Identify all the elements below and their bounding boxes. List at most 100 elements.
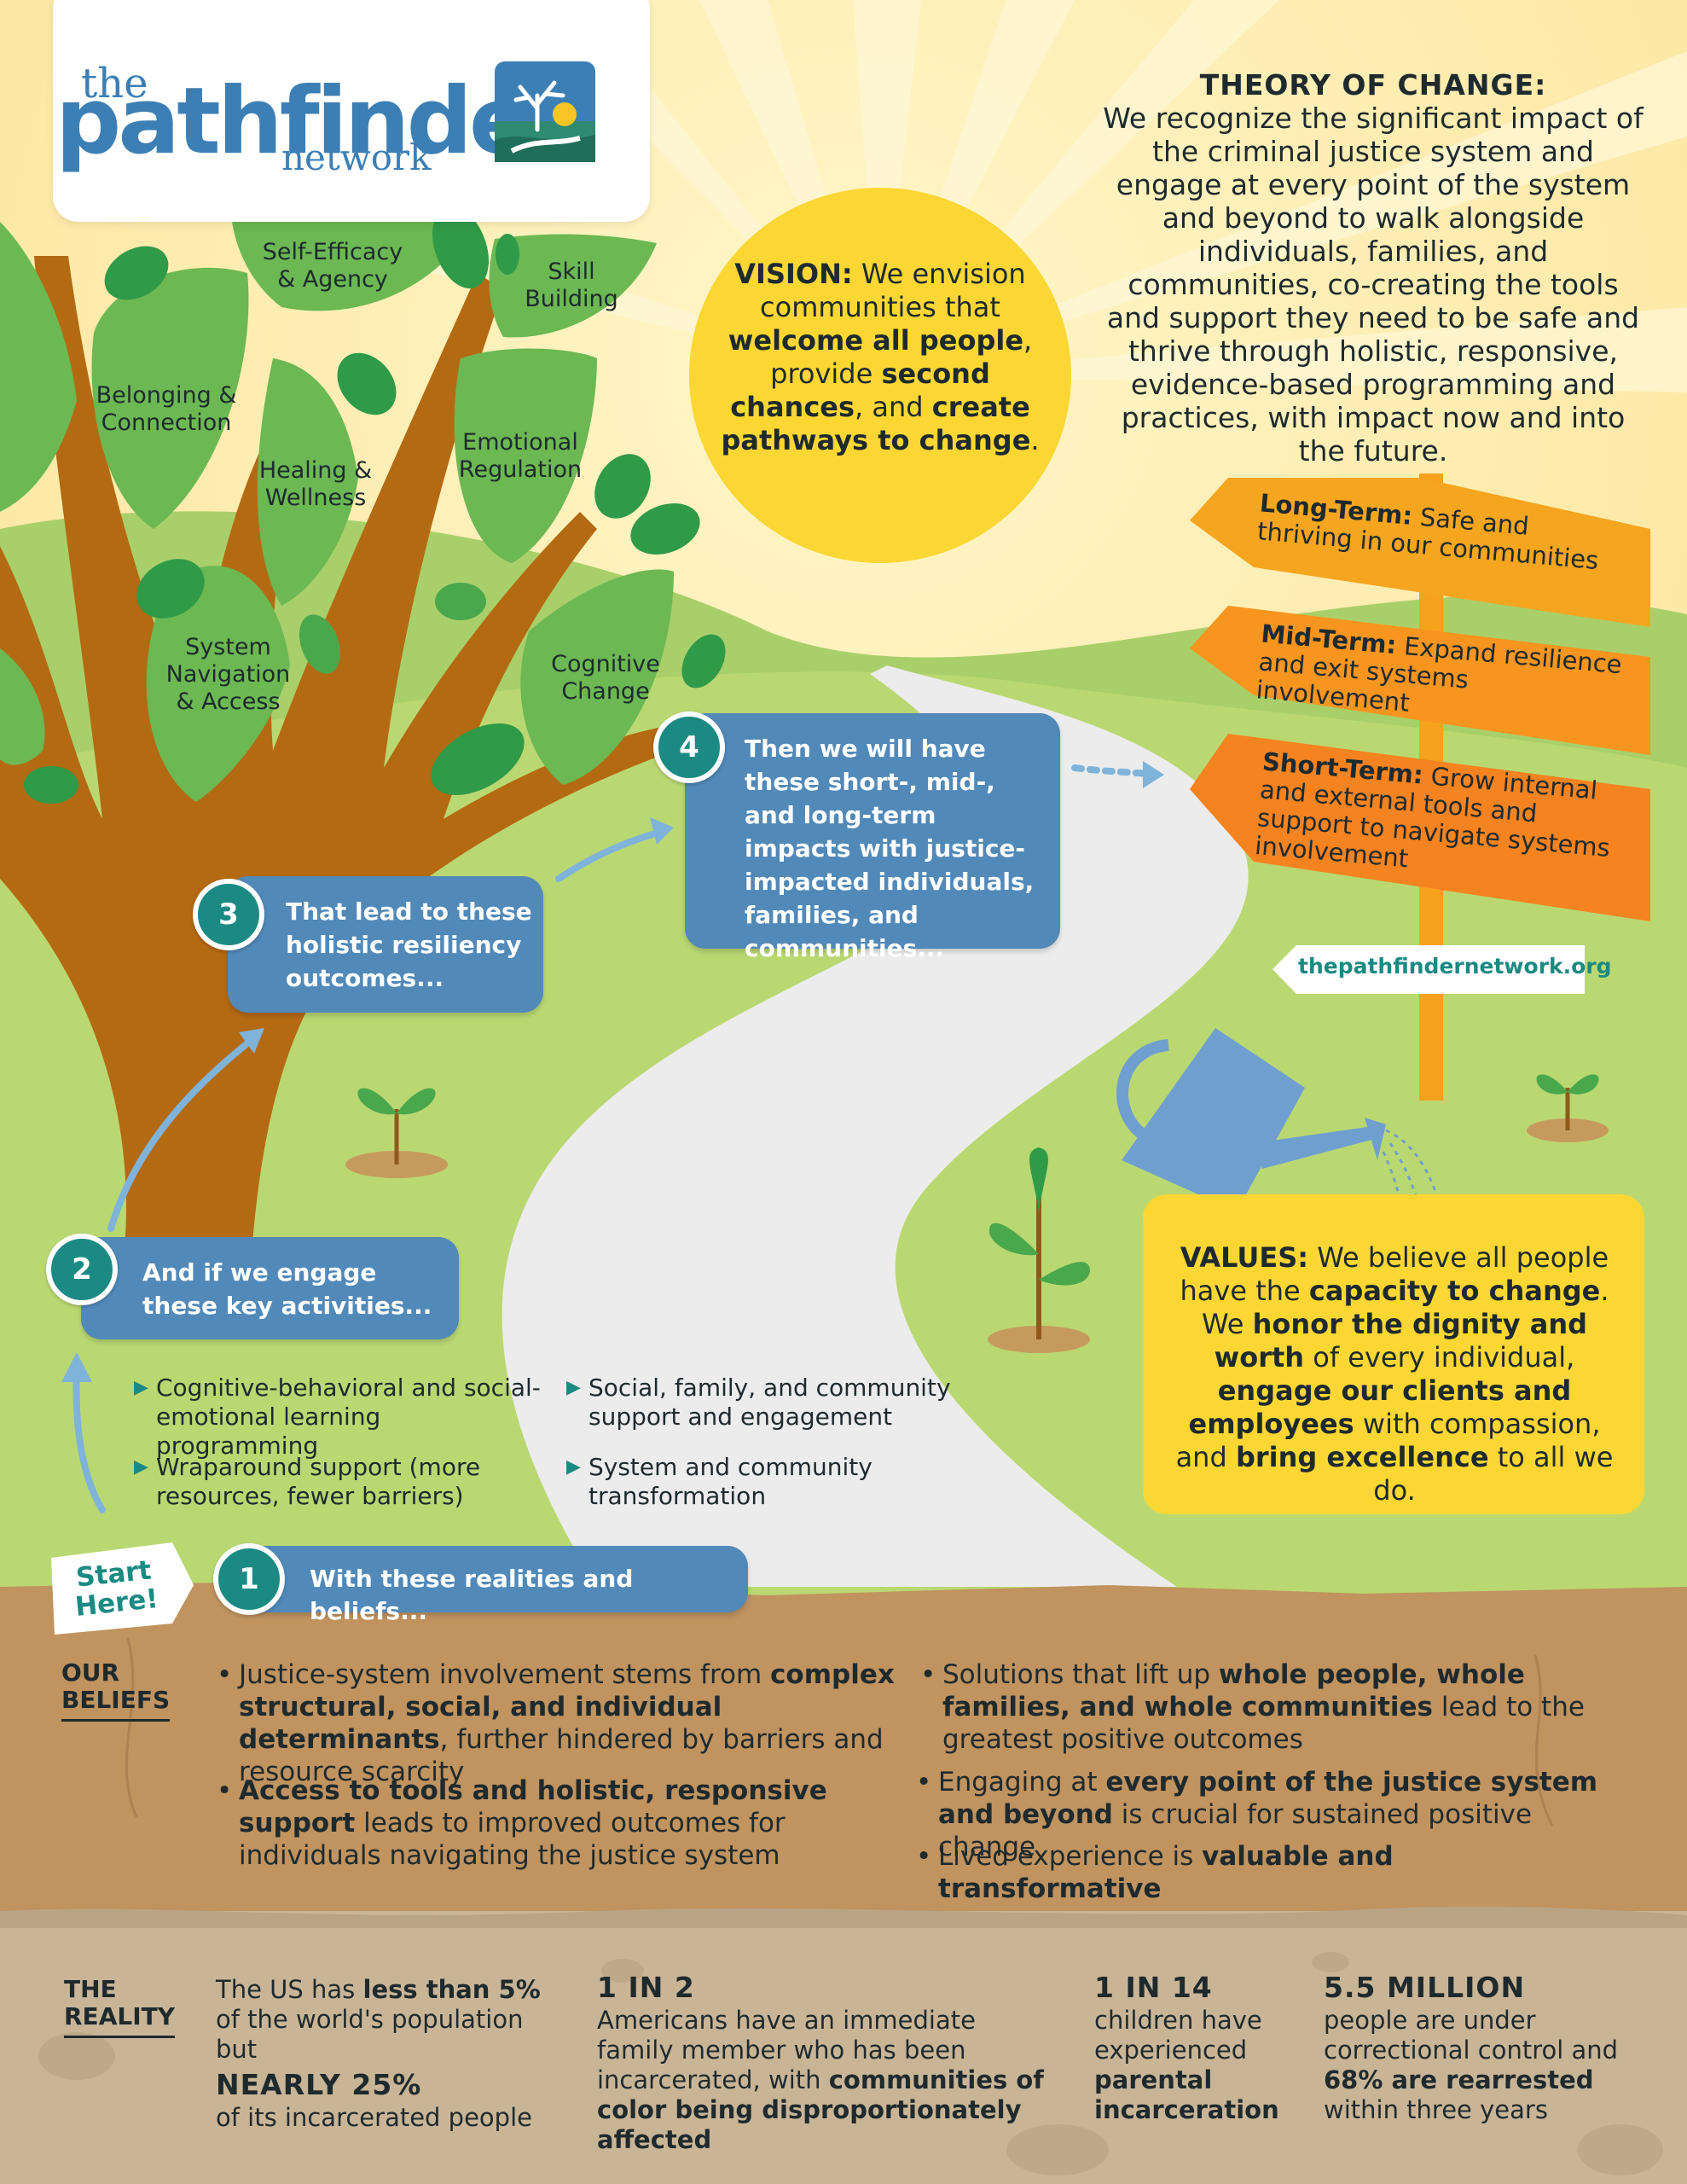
- reality-label-line-1: THE: [64, 1975, 117, 2003]
- belief-item: •Access to tools and holistic, responsiv…: [217, 1774, 896, 1872]
- reality-bold: 68% are rearrested: [1324, 2065, 1594, 2094]
- triangle-bullet-icon: ▶: [566, 1377, 581, 1398]
- belief-item: •Justice-system involvement stems from c…: [217, 1658, 896, 1788]
- theory-body: We recognize the significant impact of t…: [1103, 102, 1644, 468]
- bullet-dot-icon: •: [217, 1775, 233, 1806]
- belief-bold: valuable and transformative: [938, 1841, 1394, 1904]
- reality-text: Americans have an immediate family membe…: [597, 2006, 976, 2094]
- belief-item: •Lived experience is valuable and transf…: [916, 1840, 1620, 1905]
- vision-text-2: , provide: [770, 324, 1033, 390]
- reality-big-number: NEARLY 25%: [216, 2068, 422, 2101]
- vision-sun: [689, 188, 1071, 563]
- start-here-label[interactable]: Start Here!: [66, 1554, 165, 1623]
- belief-bold: Access to tools and holistic, responsive…: [239, 1775, 827, 1838]
- values-box: [1143, 1194, 1644, 1514]
- step-2-number: 2: [46, 1234, 118, 1305]
- activity-item: ▶ Social, family, and community support a…: [566, 1374, 955, 1432]
- belief-bold: complex structural, social, and individu…: [239, 1659, 895, 1755]
- values-label: VALUES:: [1180, 1241, 1309, 1274]
- vision-bold-1: welcome all people: [728, 324, 1024, 357]
- belief-item: •Solutions that lift up whole people, wh…: [920, 1658, 1625, 1756]
- logo-text-the: the: [81, 60, 148, 107]
- beliefs-label: OUR BELIEFS: [61, 1658, 171, 1722]
- reality-big-number: 1 IN 14: [1094, 1971, 1213, 2004]
- leaf-healing: Healing & Wellness: [258, 457, 373, 511]
- leaf-skill-building: Skill Building: [525, 258, 618, 312]
- vision-statement: VISION: We envision communities that wel…: [710, 258, 1051, 457]
- belief-text: Justice-system involvement stems from: [239, 1659, 771, 1690]
- reality-text: of its incarcerated people: [216, 2103, 532, 2132]
- bullet-dot-icon: •: [217, 1659, 233, 1690]
- belief-text: is crucial for sustained positive change: [938, 1799, 1533, 1862]
- activity-text: System and community transformation: [588, 1453, 872, 1510]
- reality-big-number: 1 IN 2: [597, 1971, 695, 2004]
- triangle-bullet-icon: ▶: [134, 1456, 148, 1478]
- logo-tree-icon: [495, 61, 595, 162]
- vision-text-3: , and: [855, 391, 932, 423]
- reality-stat-3: 1 IN 14 children have experienced parent…: [1094, 1972, 1290, 2125]
- step-1-box: With these realities and beliefs...: [245, 1546, 748, 1625]
- theory-title: THEORY OF CHANGE:: [1199, 68, 1547, 102]
- reality-text: of the world's population but: [216, 2005, 524, 2064]
- watering-can-icon: [1116, 1028, 1443, 1229]
- website-link[interactable]: thepathfindernetwork.org: [1298, 954, 1612, 979]
- step-1-number: 1: [213, 1543, 285, 1615]
- step-3-text: That lead to these holistic resiliency o…: [286, 897, 532, 992]
- leaf-system-navigation: System Navigation & Access: [165, 634, 291, 715]
- bullet-dot-icon: •: [916, 1767, 932, 1798]
- leaf-emotional-regulation: Emotional Regulation: [458, 429, 583, 483]
- reality-label: THE REALITY: [64, 1976, 175, 2038]
- beliefs-label-line-2: BELIEFS: [61, 1686, 171, 1714]
- leaf-belonging: Belonging & Connection: [96, 382, 237, 436]
- reality-big-number: 5.5 MILLION: [1324, 1971, 1526, 2004]
- reality-text: The US has: [216, 1975, 363, 2004]
- logo-text-network: network: [281, 136, 432, 178]
- triangle-bullet-icon: ▶: [134, 1377, 148, 1398]
- triangle-bullet-icon: ▶: [566, 1456, 581, 1478]
- reality-text: children have experienced: [1094, 2006, 1262, 2065]
- reality-stat-1: The US has less than 5% of the world's p…: [216, 1975, 557, 2133]
- values-text-2: . We: [1201, 1275, 1609, 1340]
- bullet-dot-icon: •: [920, 1659, 936, 1690]
- beliefs-label-line-1: OUR: [61, 1658, 120, 1687]
- reality-bold: less than 5%: [362, 1975, 541, 2004]
- vision-text-1: We envision communities that: [760, 258, 1026, 323]
- theory-of-change: THEORY OF CHANGE: We recognize the signi…: [1100, 68, 1646, 468]
- activity-item: ▶ System and community transformation: [566, 1453, 930, 1511]
- start-here-flag: [51, 1542, 194, 1635]
- vision-bold-3: create pathways to change: [721, 391, 1031, 456]
- belief-text: Lived experience is: [938, 1841, 1203, 1872]
- reality-bold: parental incarceration: [1094, 2065, 1279, 2124]
- activity-item: ▶Wraparound support (more resources, few…: [134, 1453, 523, 1511]
- leaf-self-efficacy: Self-Efficacy & Agency: [262, 239, 403, 293]
- belief-item: •Engaging at every point of the justice …: [916, 1766, 1620, 1863]
- values-text-1: We believe all people have the: [1180, 1241, 1609, 1307]
- reality-stat-4: 5.5 MILLION people are under correctiona…: [1324, 1972, 1631, 2125]
- activity-text: Social, family, and community support an…: [588, 1374, 951, 1431]
- belief-text: , further hindered by barriers and resou…: [239, 1724, 884, 1787]
- values-bold-1: capacity to change: [1308, 1275, 1601, 1307]
- step-1-text: With these realities and beliefs...: [310, 1565, 634, 1625]
- values-statement: VALUES: We believe all people have the c…: [1168, 1241, 1620, 1507]
- leaf-cognitive-change: Cognitive Change: [551, 651, 660, 705]
- step-4-number: 4: [653, 712, 725, 783]
- activity-item: ▶Cognitive-behavioral and social-emotion…: [134, 1374, 548, 1461]
- values-bold-2: honor the dignity and worth: [1214, 1308, 1588, 1374]
- belief-text: Engaging at: [938, 1767, 1106, 1798]
- belief-bold: every point of the justice system and be…: [938, 1767, 1598, 1830]
- logo-text-main: pathfinder: [55, 68, 573, 175]
- step-3-box: That lead to these holistic resiliency o…: [228, 876, 543, 1013]
- reality-text: within three years: [1324, 2095, 1548, 2124]
- tree-leaves: [0, 194, 726, 804]
- step-3-number: 3: [193, 879, 264, 950]
- values-bold-4: bring excellence: [1235, 1441, 1489, 1473]
- belief-text: leads to improved outcomes for individua…: [239, 1808, 786, 1871]
- step-2-box: And if we engage these key activities...: [81, 1237, 459, 1339]
- reality-bold: communities of color being disproportion…: [597, 2065, 1044, 2154]
- step-4-box: Then we will have these short-, mid-, an…: [685, 713, 1060, 962]
- values-text-3: of every individual,: [1304, 1341, 1575, 1374]
- vision-text-4: .: [1030, 424, 1040, 456]
- values-text-4: with compassion, and: [1175, 1408, 1601, 1473]
- step-2-text: And if we engage these key activities...: [142, 1258, 432, 1320]
- bullet-dot-icon: •: [916, 1841, 932, 1872]
